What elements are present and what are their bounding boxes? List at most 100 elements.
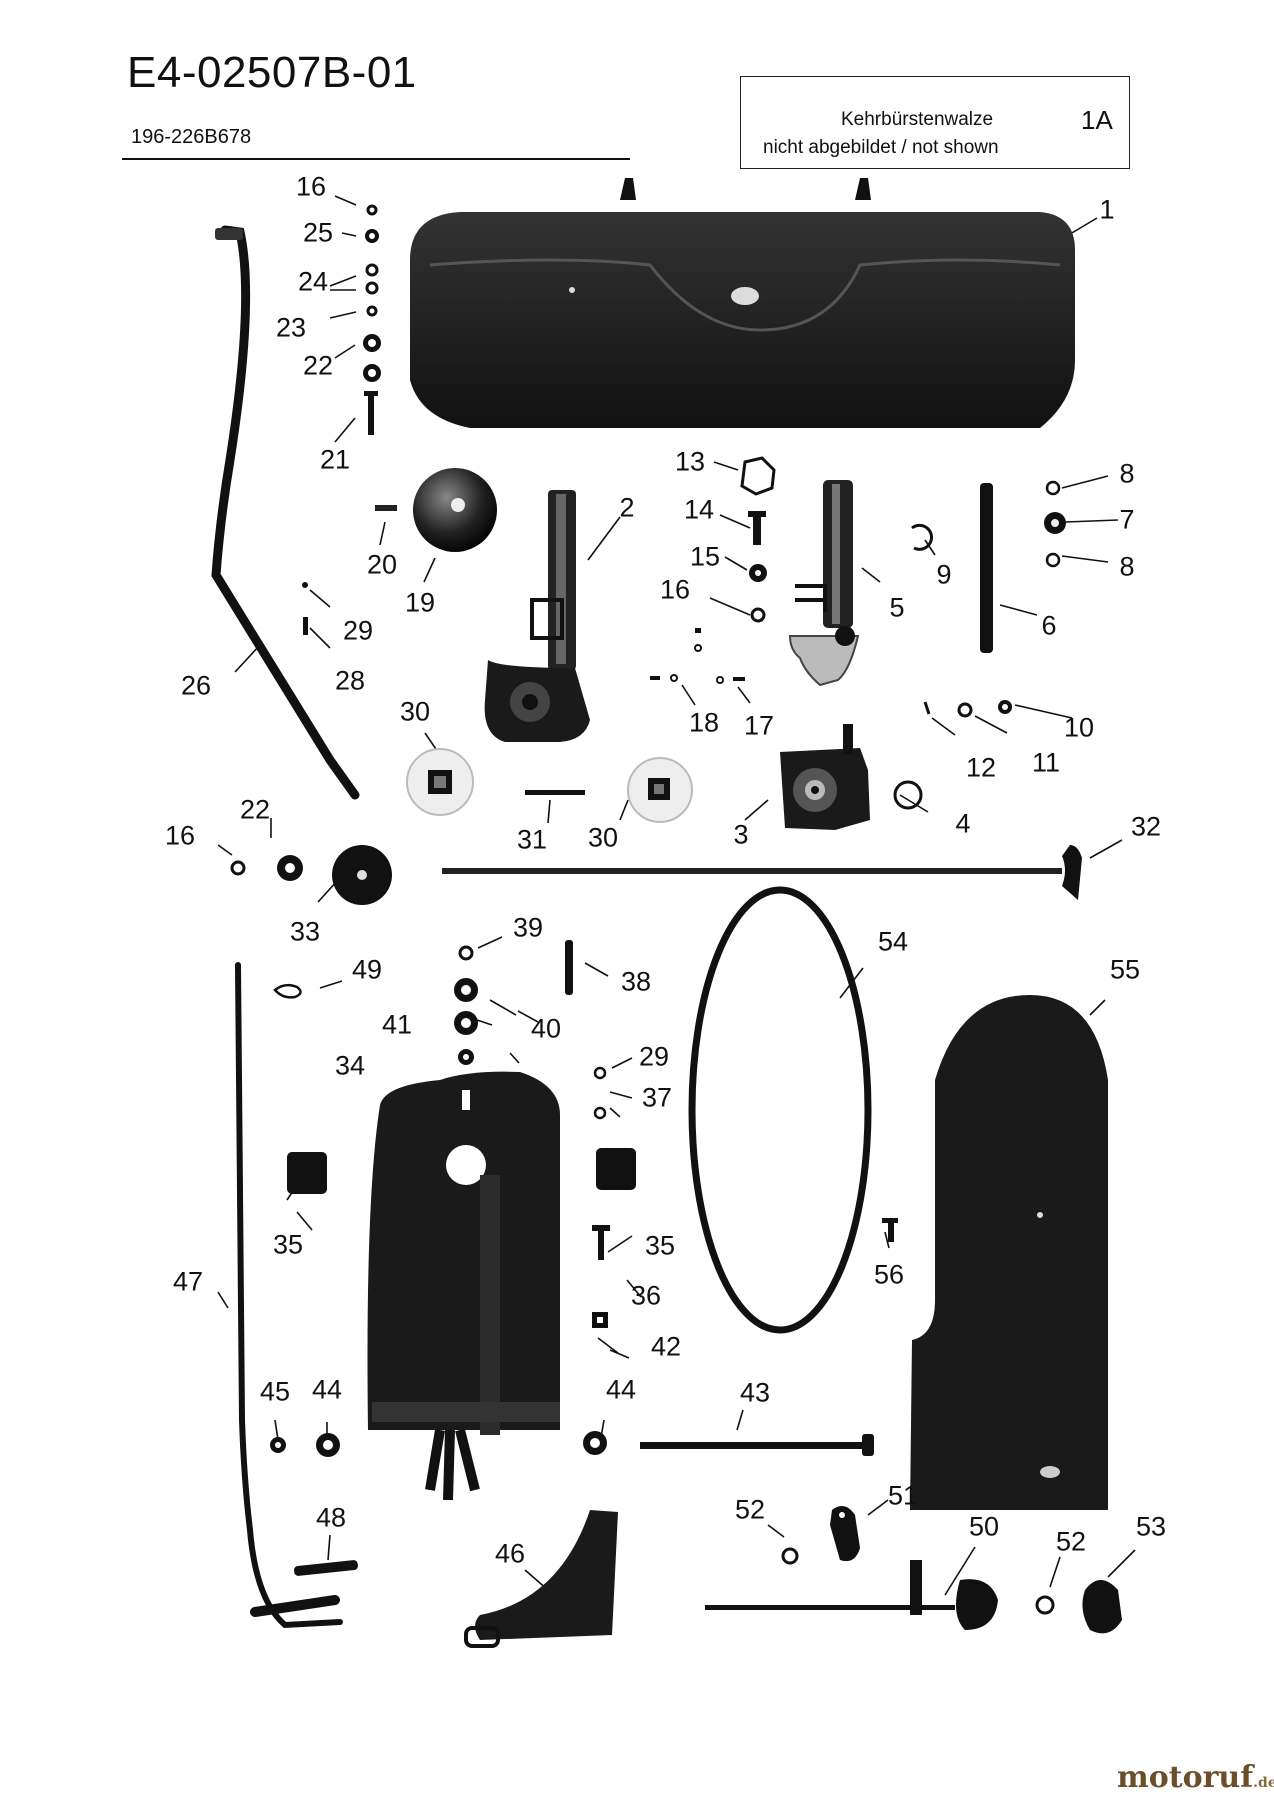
callout-44-left: 44 [311, 1374, 343, 1405]
callout-30-right: 30 [587, 822, 619, 853]
part-28-screw [303, 617, 308, 635]
callout-21: 21 [319, 444, 351, 475]
screw56-head [882, 1218, 898, 1223]
hardware-column [363, 204, 381, 435]
callout-43: 43 [739, 1377, 771, 1408]
callout-26: 26 [180, 670, 212, 701]
washer-hole [755, 570, 761, 576]
callout-16-lower: 16 [164, 820, 196, 851]
callout-30-left: 30 [399, 696, 431, 727]
callout-35-left: 35 [272, 1229, 304, 1260]
part-51-link [830, 1506, 860, 1562]
brand-suffix: .de [1253, 1775, 1274, 1791]
bracket-loop [464, 1626, 500, 1648]
callout-38: 38 [620, 966, 652, 997]
callout-35-right: 35 [644, 1230, 676, 1261]
part-5-shaft [788, 480, 860, 687]
s41-hole [463, 1054, 469, 1060]
callout-18: 18 [688, 707, 720, 738]
brand-name: motoruf [1117, 1760, 1254, 1795]
bearing-hole [1051, 519, 1059, 527]
callout-48: 48 [315, 1502, 347, 1533]
part-9-clip [911, 523, 933, 551]
part-6-rod [980, 483, 993, 653]
part-43-bolt [640, 1442, 872, 1449]
part-3-gearbox [780, 724, 870, 830]
part-8-ring-lower [1045, 552, 1061, 568]
w40a-hole [461, 985, 471, 995]
callout-28: 28 [334, 665, 366, 696]
bolt43-head [862, 1434, 874, 1456]
callout-39: 39 [512, 912, 544, 943]
callout-52-left: 52 [734, 1494, 766, 1525]
callout-7: 7 [1119, 504, 1135, 535]
rod-end [250, 1595, 340, 1617]
part-16-nut-lower [230, 860, 246, 876]
bolt36-head [592, 1225, 610, 1231]
part-53-knob [1082, 1580, 1122, 1634]
brand-logo: motoruf.de [1117, 1760, 1274, 1795]
callout-53: 53 [1135, 1511, 1167, 1542]
part-54-belt [688, 886, 872, 1334]
callout-46: 46 [494, 1538, 526, 1569]
callout-23: 23 [275, 312, 307, 343]
part-4-seal-ring [893, 780, 923, 810]
part-29-nut-lower [593, 1066, 607, 1080]
callout-9: 9 [936, 559, 952, 590]
callout-41: 41 [381, 1009, 413, 1040]
callout-34: 34 [334, 1050, 366, 1081]
note-part-number: 1A [1081, 105, 1113, 135]
nut-hole [1002, 704, 1008, 710]
part-48-pin [294, 1560, 358, 1576]
part-52-nut-right [1035, 1595, 1055, 1615]
part-55-cover [910, 995, 1108, 1510]
callout-8-bottom: 8 [1119, 551, 1135, 582]
callout-4: 4 [955, 808, 971, 839]
part-32-axle [442, 845, 1082, 900]
callout-50: 50 [968, 1511, 1000, 1542]
model-number: 196-226B678 [131, 126, 252, 148]
callout-1: 1 [1099, 194, 1115, 225]
callout-16: 16 [295, 171, 327, 202]
callout-2: 2 [619, 492, 635, 523]
callout-14: 14 [683, 494, 715, 525]
part-11-washer [957, 702, 973, 718]
note-line-1: Kehrbürstenwalze [841, 109, 994, 130]
callout-15: 15 [689, 541, 721, 572]
part-49-clip [273, 983, 302, 999]
callout-20: 20 [366, 549, 398, 580]
part-31-pin [525, 790, 585, 795]
callout-40: 40 [530, 1013, 562, 1044]
part-26-lever [211, 225, 360, 800]
part-2-shaft-assembly [484, 490, 590, 742]
callout-13: 13 [674, 446, 706, 477]
part-46-bracket [475, 1510, 618, 1640]
callout-56: 56 [873, 1259, 905, 1290]
part-14-bolt [753, 515, 761, 545]
callout-49: 49 [351, 954, 383, 985]
link-hole [839, 1512, 845, 1518]
part-12-pin [923, 701, 931, 715]
callout-22: 22 [302, 350, 334, 381]
w44r-hole [590, 1438, 600, 1448]
part-16-nut [750, 607, 766, 623]
callout-3: 3 [733, 819, 749, 850]
callout-25: 25 [302, 217, 334, 248]
part-20-pin [375, 505, 397, 511]
callout-54: 54 [877, 926, 909, 957]
callout-16-middle: 16 [659, 574, 691, 605]
part-39-nut [458, 945, 474, 961]
callout-47: 47 [172, 1266, 204, 1297]
callout-45: 45 [259, 1376, 291, 1407]
n42-hole [597, 1317, 603, 1323]
w40b-hole [461, 1018, 471, 1028]
callout-36: 36 [630, 1280, 662, 1311]
part-34-frame [367, 1071, 560, 1501]
part-38-pin [565, 940, 573, 995]
callout-19: 19 [404, 587, 436, 618]
knob-hole [451, 498, 465, 512]
title-underline [122, 158, 630, 160]
part-8-ring [1045, 480, 1061, 496]
part-35-block-right [596, 1148, 636, 1190]
callout-32: 32 [1130, 811, 1162, 842]
